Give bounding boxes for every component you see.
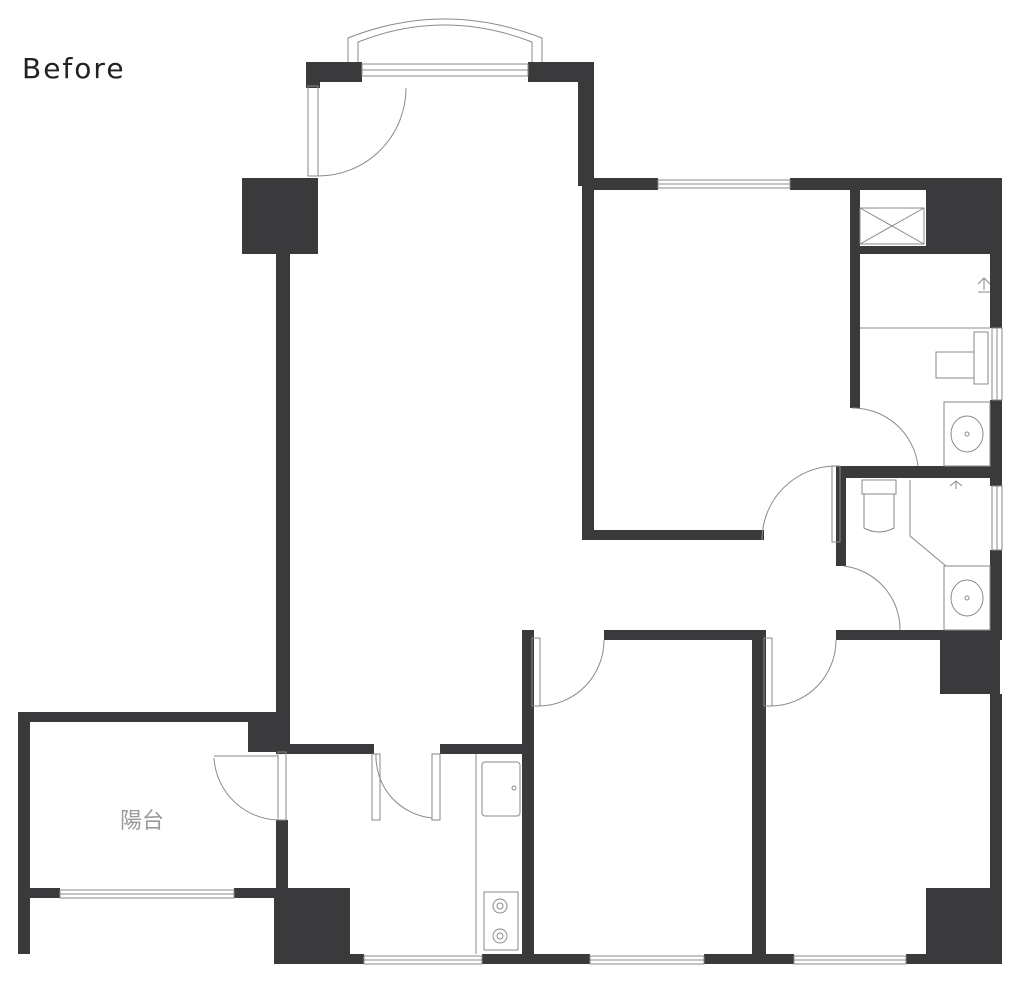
door-swing bbox=[771, 639, 837, 707]
sink-icon bbox=[950, 415, 984, 453]
wall-segment bbox=[850, 246, 930, 254]
wall-segment bbox=[482, 954, 590, 964]
wall-segment bbox=[990, 178, 1002, 328]
toilet bbox=[863, 493, 895, 533]
wall-segment bbox=[276, 254, 290, 754]
vanity bbox=[943, 401, 991, 467]
wall-segment bbox=[276, 744, 374, 754]
bay-window bbox=[347, 18, 543, 62]
door-panel bbox=[307, 85, 319, 177]
wall-segment bbox=[578, 62, 594, 186]
door-panel bbox=[431, 753, 441, 821]
wall-segment bbox=[790, 178, 1002, 190]
kitchen-sink bbox=[481, 761, 521, 817]
shower-enclosure bbox=[909, 480, 990, 567]
door-swing bbox=[539, 639, 605, 707]
wall-segment bbox=[604, 630, 766, 640]
door-swing bbox=[761, 465, 837, 541]
wall-segment bbox=[306, 62, 320, 88]
wall-segment bbox=[18, 712, 30, 954]
wall-segment bbox=[18, 888, 60, 898]
wall-segment bbox=[836, 630, 1002, 640]
wall-segment bbox=[990, 694, 1002, 964]
walls bbox=[18, 62, 1002, 964]
wall-segment bbox=[906, 954, 1002, 964]
door-swing bbox=[851, 407, 919, 467]
structural-column bbox=[926, 888, 1002, 964]
wall-segment bbox=[234, 888, 290, 898]
wall-segment bbox=[18, 712, 288, 722]
wall-segment bbox=[836, 466, 1002, 478]
structural-column bbox=[940, 638, 1000, 694]
wall-segment bbox=[752, 630, 766, 964]
balcony-label: 陽台 bbox=[120, 809, 164, 834]
toilet bbox=[935, 351, 975, 379]
door-swing bbox=[317, 87, 407, 177]
fixtures bbox=[59, 18, 1003, 965]
wall-segment bbox=[704, 954, 794, 964]
wall-segment bbox=[850, 178, 860, 408]
door-swing bbox=[375, 753, 433, 819]
sink-icon bbox=[950, 579, 984, 617]
wall-segment bbox=[440, 744, 534, 754]
wall-segment bbox=[990, 400, 1002, 486]
wall-segment bbox=[248, 712, 288, 752]
bathroom-1-fixtures bbox=[859, 207, 991, 467]
wall-segment bbox=[836, 466, 846, 566]
page-title: Before bbox=[22, 52, 126, 85]
wall-segment bbox=[522, 630, 534, 964]
door-swing bbox=[843, 565, 901, 631]
windows bbox=[59, 63, 1003, 965]
stove bbox=[483, 891, 519, 951]
burner-icon bbox=[492, 928, 508, 944]
shower-head-icon bbox=[977, 277, 991, 293]
door-swing bbox=[213, 757, 279, 821]
wall-segment bbox=[582, 178, 594, 540]
wall-segment bbox=[274, 954, 364, 964]
kitchen-fixtures bbox=[475, 754, 521, 954]
bathroom-2-fixtures bbox=[861, 479, 991, 631]
structural-column bbox=[242, 178, 318, 254]
wall-segment bbox=[990, 550, 1002, 640]
shower-head-icon bbox=[949, 480, 963, 489]
wall-segment bbox=[586, 178, 658, 190]
door-panel bbox=[277, 751, 287, 821]
storage-box bbox=[859, 207, 925, 245]
vanity bbox=[943, 565, 991, 631]
wall-segment bbox=[528, 62, 592, 82]
wall-segment bbox=[582, 530, 764, 540]
door-panel bbox=[531, 637, 541, 707]
structural-column bbox=[926, 178, 1002, 254]
doors bbox=[213, 85, 919, 821]
burner-icon bbox=[492, 898, 508, 914]
door-panel bbox=[763, 637, 773, 707]
